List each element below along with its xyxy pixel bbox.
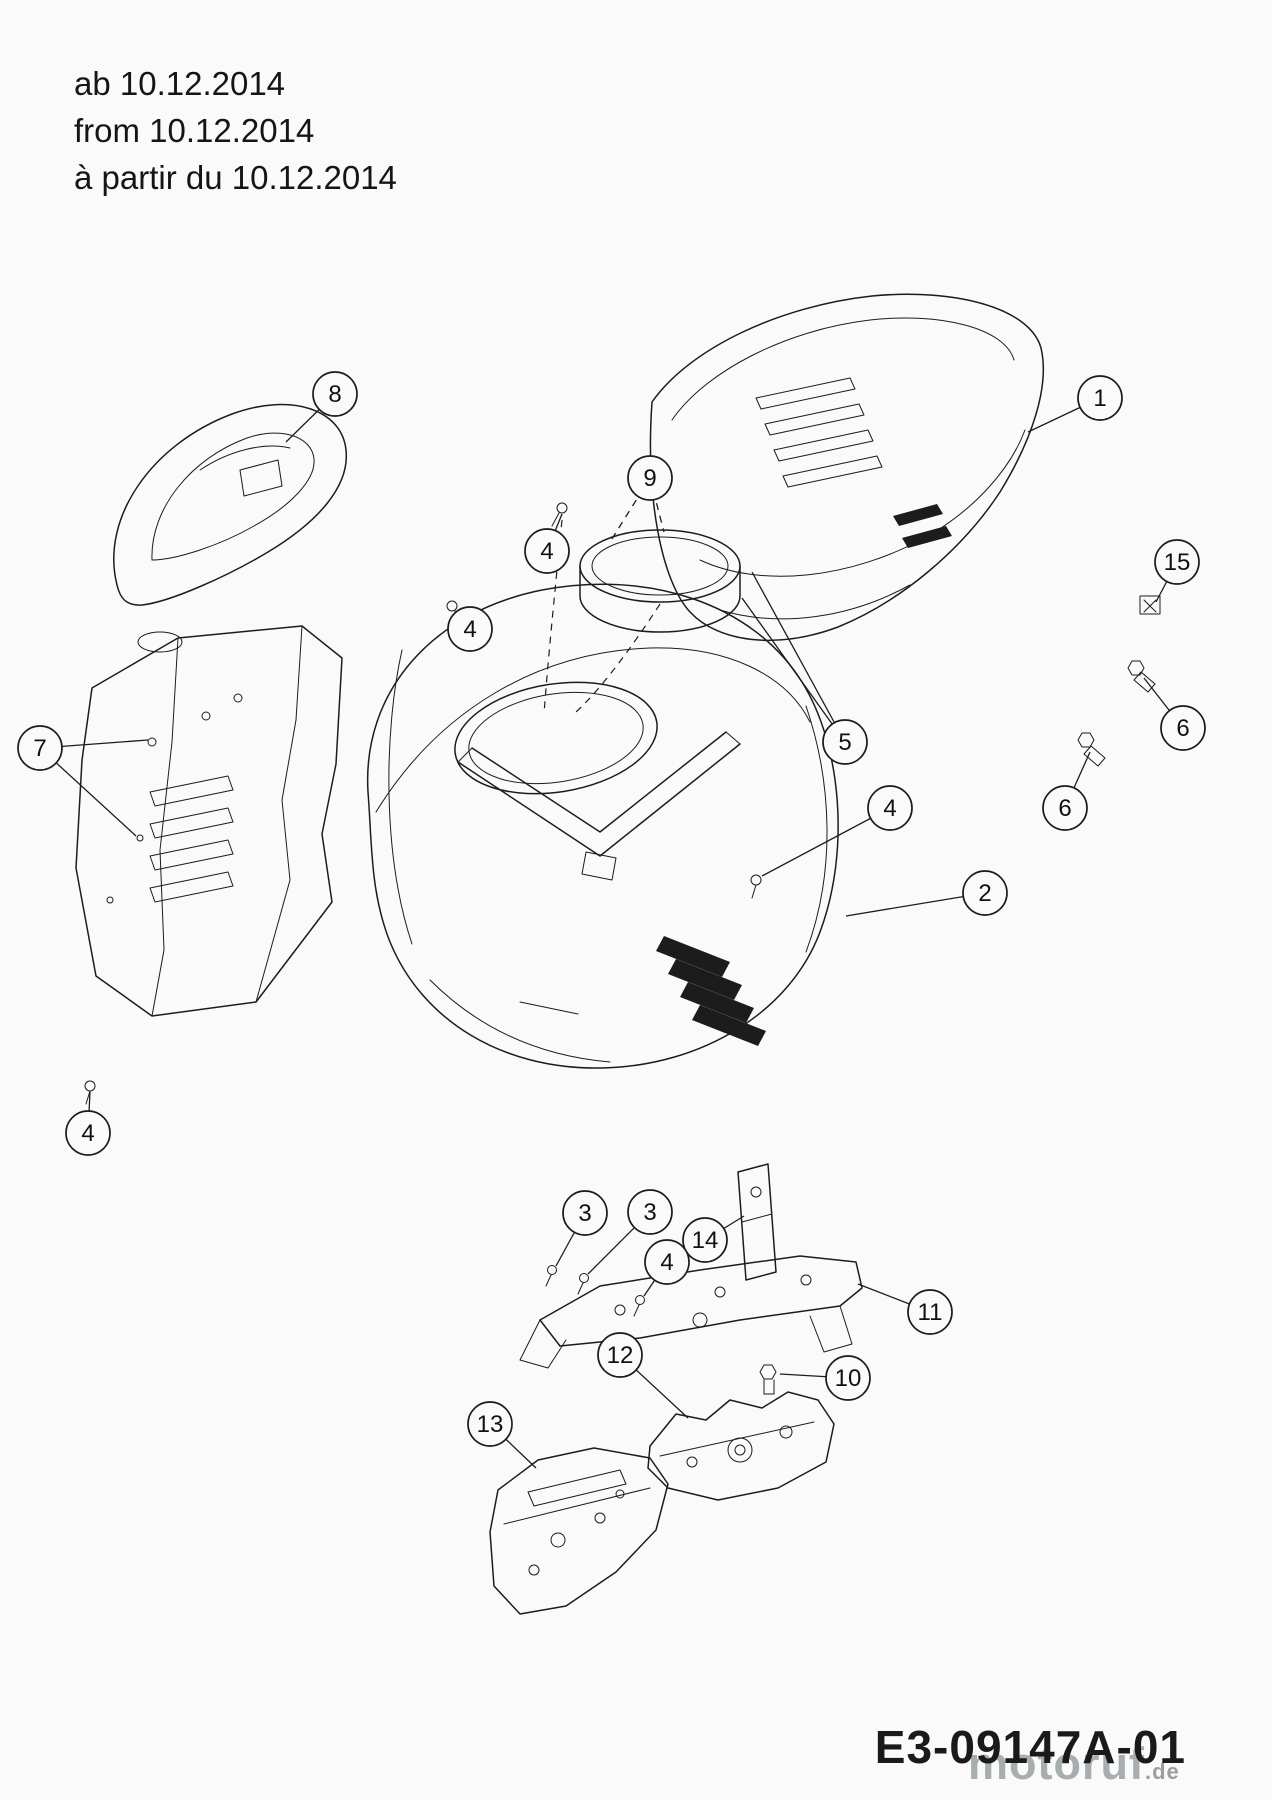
bolt-icon [1127,660,1156,693]
svg-text:3: 3 [643,1199,656,1226]
callout-8: 8 [285,371,358,443]
svg-text:11: 11 [918,1299,943,1326]
svg-text:5: 5 [838,729,851,756]
callout-3: 3 [555,1190,608,1267]
screw-icon [750,874,762,899]
construction-line [575,603,661,713]
callout-11: 11 [857,1283,953,1335]
svg-text:4: 4 [540,538,553,565]
svg-text:14: 14 [692,1227,719,1254]
svg-text:1: 1 [1093,385,1106,412]
diagram-code: E3-09147A-01 [874,1721,1186,1773]
screw-icon [551,502,568,527]
bolt-icon [759,1364,777,1395]
dashboard-upper-trim-part [113,403,348,606]
svg-text:15: 15 [1164,549,1191,576]
svg-text:3: 3 [578,1200,591,1227]
bracket-13-part [489,1447,669,1615]
hood-top-cover-part [649,293,1045,642]
watermark: motoruf.de [968,1738,1180,1789]
svg-text:9: 9 [643,465,656,492]
bolt-icon [1077,732,1106,767]
callout-4: 4 [761,785,913,877]
callout-6: 6 [1143,677,1206,751]
screw-icon [577,1273,589,1295]
note-line-de: ab 10.12.2014 [74,65,286,102]
callout-10: 10 [779,1355,871,1401]
bracket-12-part [647,1391,835,1501]
svg-text:2: 2 [978,880,991,907]
callout-4: 4 [447,606,493,652]
svg-text:6: 6 [1058,795,1071,822]
callout-12: 12 [597,1332,689,1419]
dashboard-lower-panel-part [75,625,343,1017]
callout-5: 5 [741,571,868,765]
callout-3: 3 [587,1189,673,1275]
ring-collar-part [579,529,741,633]
callout-7: 7 [17,725,149,837]
screw-icon [633,1295,645,1317]
callout-1: 1 [1027,375,1123,433]
svg-text:8: 8 [328,381,341,408]
svg-text:4: 4 [81,1120,94,1147]
callout-4: 4 [65,1091,111,1156]
svg-text:12: 12 [607,1342,634,1369]
engine-hood-body-part [366,583,839,1069]
svg-text:10: 10 [835,1365,862,1392]
callout-4: 4 [524,513,570,574]
note-line-en: from 10.12.2014 [74,112,315,149]
svg-text:6: 6 [1176,715,1189,742]
clip-icon [1139,595,1161,615]
callout-14: 14 [682,1215,745,1263]
date-notes: ab 10.12.2014 from 10.12.2014 à partir d… [74,60,397,201]
callout-6: 6 [1042,751,1091,831]
svg-text:4: 4 [463,616,476,643]
note-line-fr: à partir du 10.12.2014 [74,159,397,196]
watermark-suffix: .de [1144,1759,1180,1784]
callout-2: 2 [845,870,1008,917]
screw-icon [545,1265,557,1287]
callout-15: 15 [1154,539,1200,603]
svg-text:7: 7 [33,735,46,762]
bracket-14-part [737,1163,777,1281]
svg-text:4: 4 [883,795,896,822]
callout-9: 9 [609,455,673,543]
callout-13: 13 [467,1401,537,1469]
svg-text:4: 4 [660,1249,673,1276]
svg-text:13: 13 [477,1411,504,1438]
support-bracket-11-part [519,1255,863,1369]
callout-4: 4 [643,1239,690,1297]
